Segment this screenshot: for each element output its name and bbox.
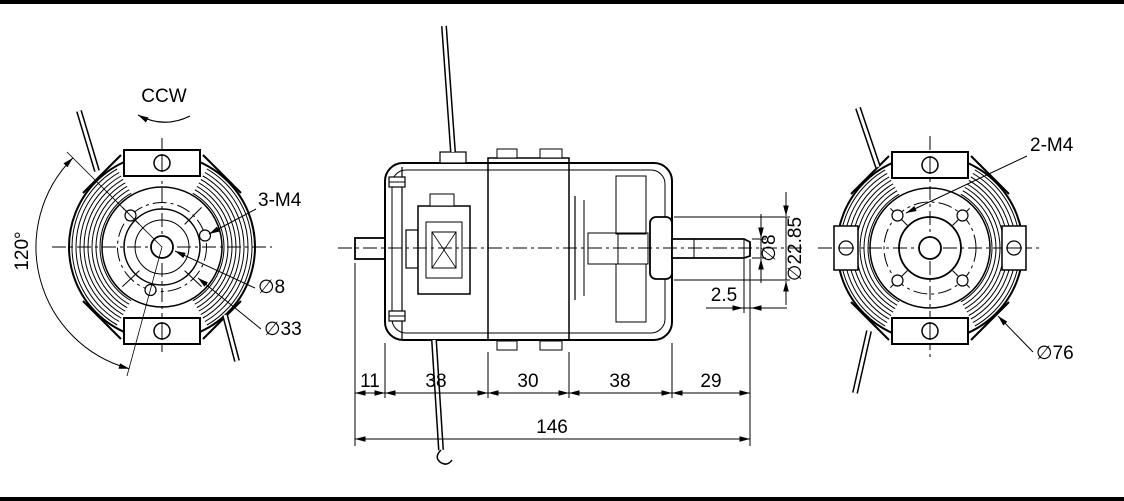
end-winding [615, 175, 647, 323]
dim-38a: 38 [425, 371, 446, 392]
ccw-arrow [137, 114, 191, 123]
rear-bolt-circle [883, 201, 977, 295]
dim-2-5: 2.5 [711, 285, 737, 306]
rotation-direction: CCW [137, 86, 191, 123]
rear-bottom-mounting-tab [891, 317, 969, 345]
lead-wire-down [431, 339, 453, 465]
dim-29: 29 [700, 371, 721, 392]
front-bracket [388, 167, 406, 340]
thread-3m4-label: 3-M4 [258, 190, 302, 211]
dim-38b: 38 [609, 371, 630, 392]
shaft-diameter-dimension: ∅8 [752, 214, 780, 283]
dim-dia8: ∅8 [759, 234, 780, 261]
front-leader-dia8: ∅8 [174, 250, 285, 298]
rear-left-side-tab [833, 225, 859, 271]
lamination-stack [487, 157, 570, 341]
dia76-label: ∅76 [1036, 343, 1074, 364]
rear-right-side-tab [1001, 225, 1027, 271]
rear-leader-2m4: 2-M4 [905, 135, 1074, 214]
front-bolt-circle [117, 202, 207, 292]
front-lead-wire-top [76, 110, 100, 172]
side-view: 11 38 30 38 29 146 2.5 ∅8 [338, 25, 806, 465]
front-view: CCW 120° 3-M4 ∅8 ∅33 [12, 86, 302, 377]
front-dia33-label: ∅33 [264, 319, 302, 340]
chamfer-dimension: 2.5 [706, 259, 787, 313]
rear-lead-wire-top [855, 107, 881, 168]
rear-bore-circle [869, 187, 991, 309]
front-bearing-circle [134, 219, 190, 275]
rear-top-mounting-tab [891, 151, 969, 179]
angle-120-label: 120° [12, 231, 33, 270]
length-dimensions: 11 38 30 38 29 146 [354, 261, 751, 446]
front-leader-dia33: ∅33 [197, 277, 302, 340]
rear-lead-wire-bottom [852, 330, 872, 394]
front-lead-wire-bottom [222, 314, 240, 362]
rear-shaft-circle [918, 236, 942, 260]
front-bottom-mounting-tab [123, 317, 201, 345]
front-shaft-dia-label: ∅8 [258, 277, 285, 298]
brush-terminal-assembly [405, 193, 471, 295]
ccw-label: CCW [141, 86, 186, 107]
angle-dimension-120: 120° [12, 151, 163, 377]
rear-view: 2-M4 ∅76 [818, 107, 1074, 394]
boss-diameter-dimension: ∅22.85 [674, 192, 806, 305]
rear-leader-dia76: ∅76 [997, 315, 1074, 364]
dim-11: 11 [360, 371, 380, 392]
stator-core [487, 148, 570, 351]
rear-frame-chamfers [850, 155, 1010, 341]
thread-2m4-label: 2-M4 [1030, 135, 1074, 156]
rear-mounting-holes [891, 209, 969, 287]
wire-grommet [439, 151, 467, 164]
lead-wire-up [441, 25, 456, 153]
front-top-mounting-tab [123, 149, 201, 177]
wire-hook [436, 449, 453, 465]
dim-146: 146 [536, 417, 568, 438]
dim-30: 30 [517, 371, 538, 392]
rear-bearing-boss-circle [898, 216, 962, 280]
front-leader-3m4: 3-M4 [208, 190, 302, 235]
dim-dia22-85: ∅22.85 [785, 217, 806, 281]
